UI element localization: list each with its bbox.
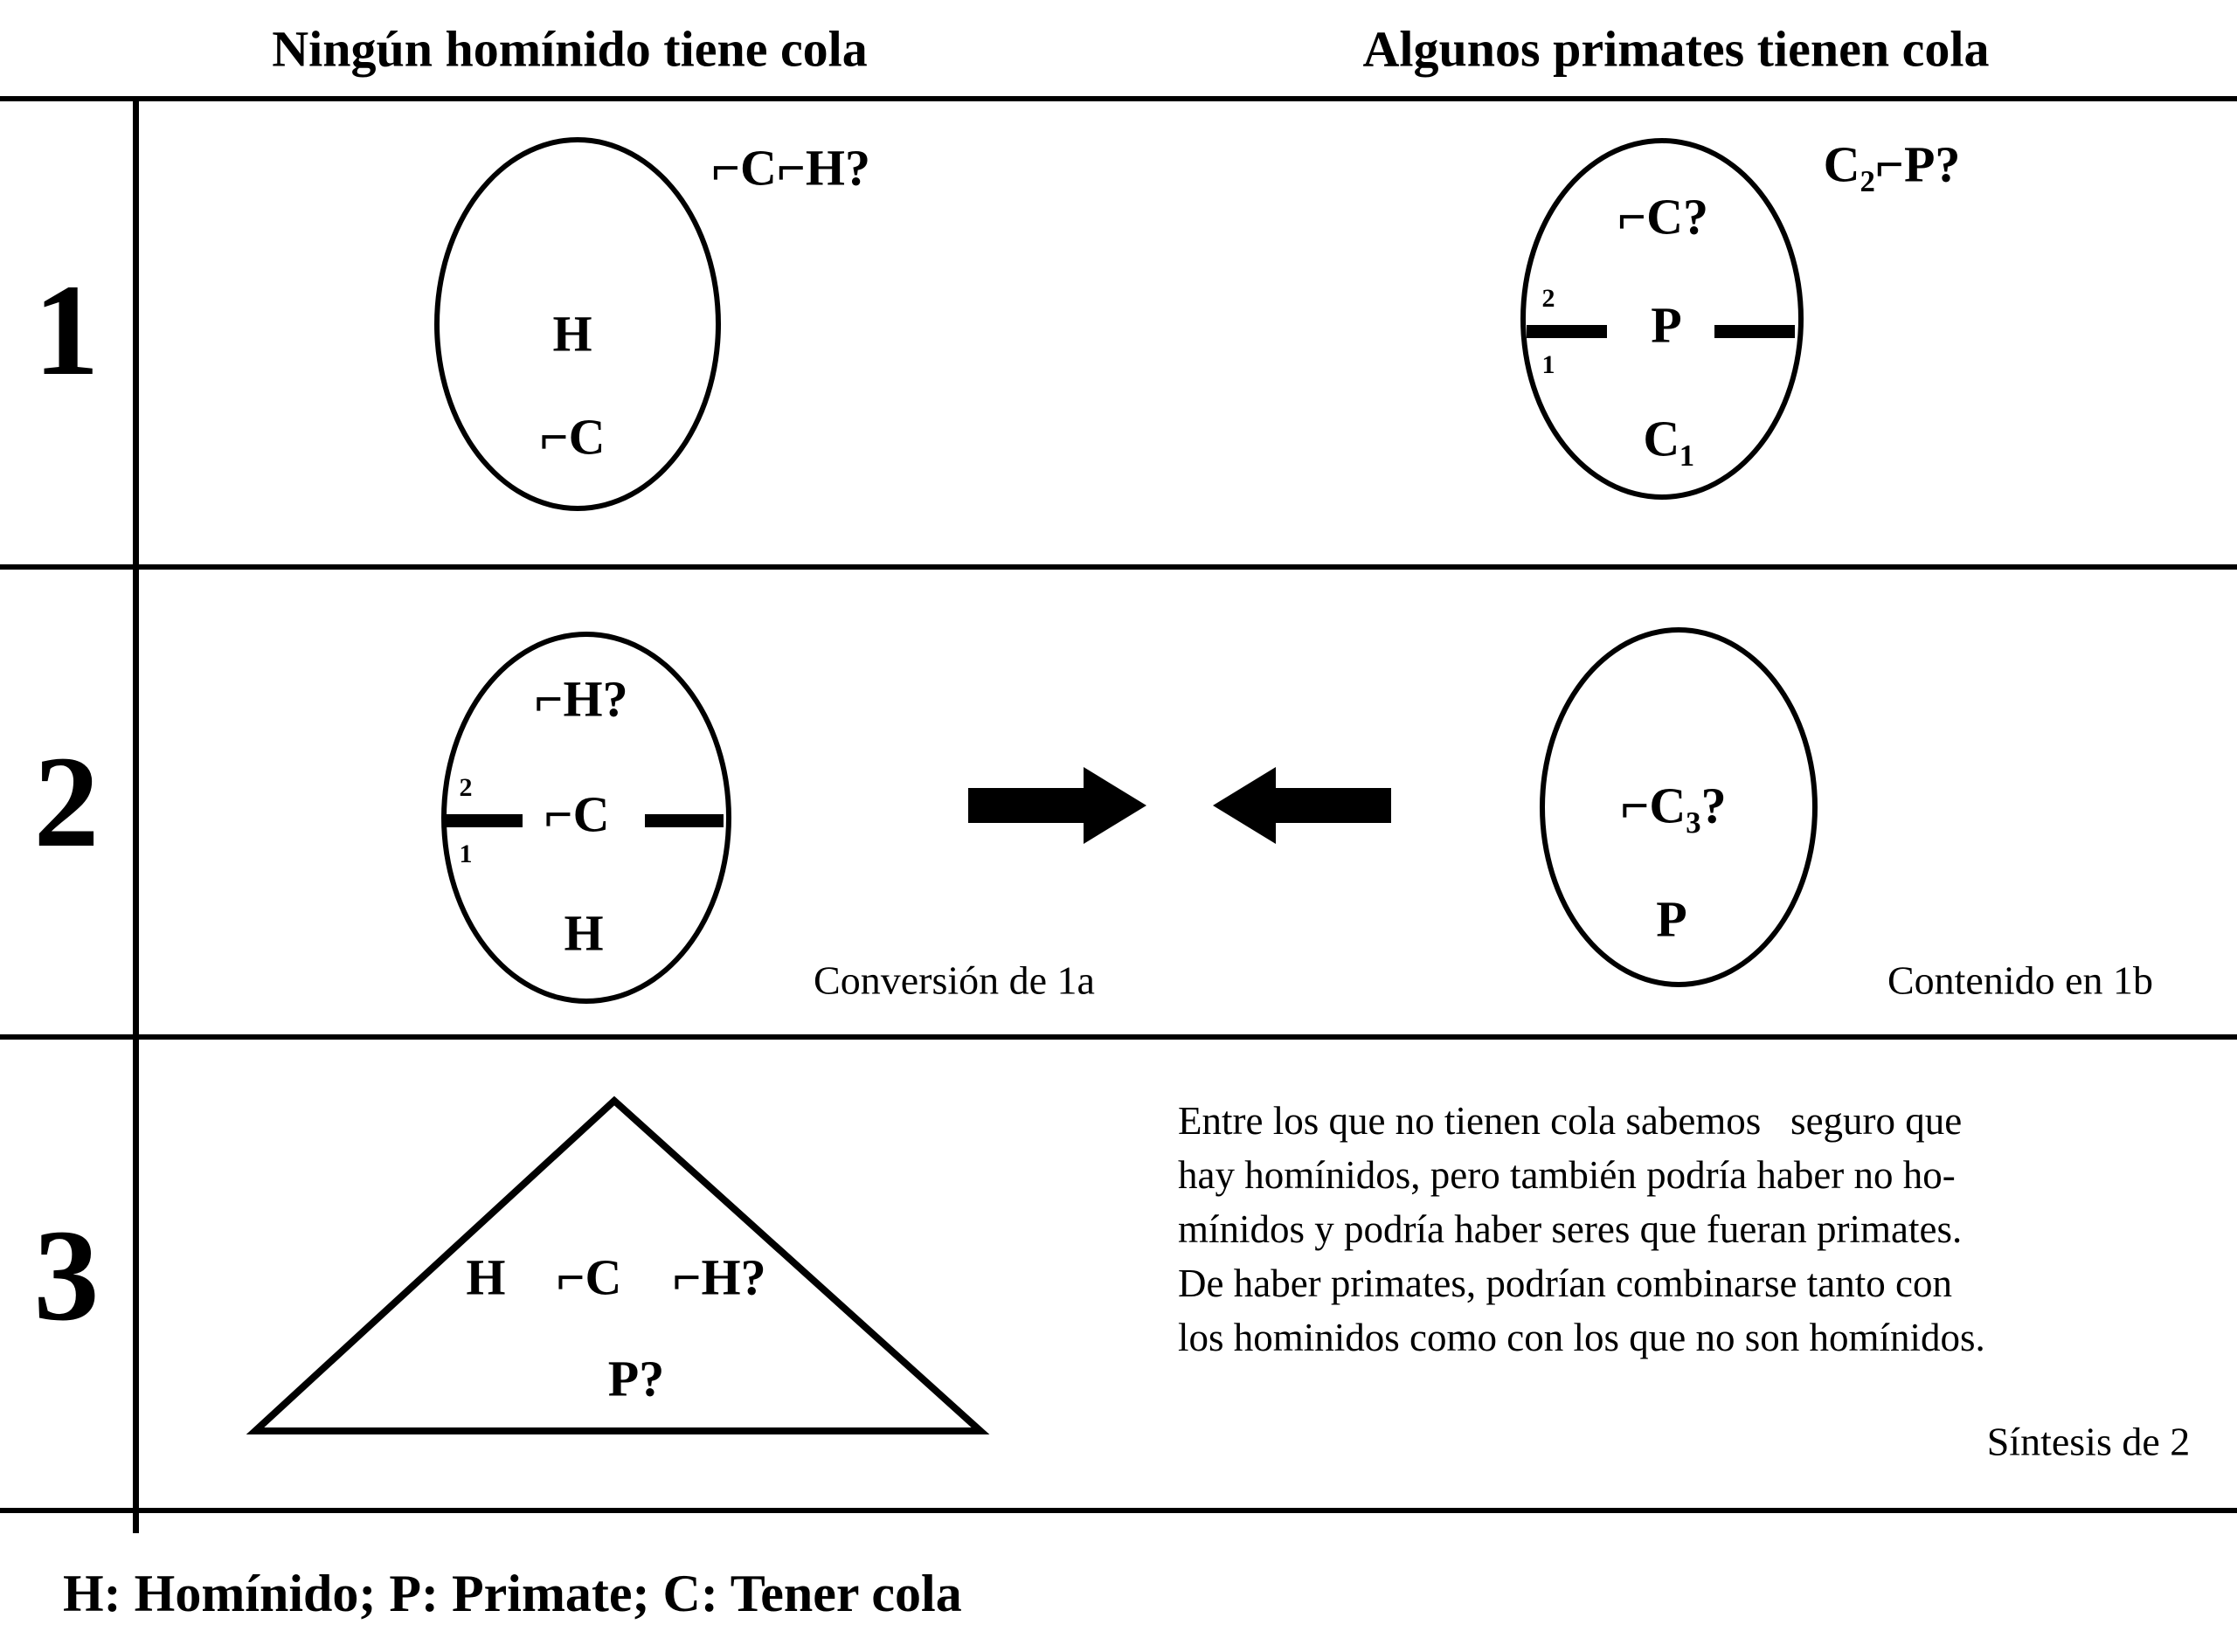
- column-header-right: Algunos primates tienen cola: [1362, 20, 1990, 78]
- grid-line-row1-row2: [0, 564, 2237, 570]
- row2-left-bottom-label: H: [564, 904, 604, 962]
- grid-line-row2-row3: [0, 1034, 2237, 1040]
- row2-left-top-label: ⌐H?: [534, 670, 628, 728]
- row2-left-bar-lower-index: 1: [459, 840, 473, 868]
- arrow-right-icon: [968, 767, 1146, 844]
- grid-line-vertical: [133, 96, 139, 1533]
- row1-right-ellipse: [1520, 138, 1804, 500]
- converge-arrows: [968, 767, 1391, 844]
- row1-right-bar-lower-index: 1: [1541, 350, 1555, 379]
- paragraph-line: los hominidos como con los que no son ho…: [1178, 1316, 1985, 1359]
- row1-right-outside-label: C₂⌐P?: [1823, 135, 1961, 193]
- row2-right-bottom-label: P: [1656, 890, 1687, 948]
- row3-paragraph: Entre los que no tienen cola sabemos seg…: [1178, 1094, 2209, 1365]
- row2-left-ellipse: [441, 632, 731, 1004]
- triangle-inner-line: H ⌐C ⌐H?: [466, 1248, 766, 1306]
- paragraph-line: mínidos y podría haber seres que fueran …: [1178, 1207, 1963, 1251]
- row2-left-bar-upper-index: 2: [459, 773, 473, 802]
- grid-line-top: [0, 96, 2237, 101]
- row-number-1: 1: [33, 258, 100, 403]
- triangle-bottom-line: P?: [607, 1350, 665, 1407]
- syllogism-triangle: [246, 1096, 990, 1434]
- arrow-left-icon: [1213, 767, 1391, 844]
- row1-right-center-label: P: [1651, 296, 1682, 354]
- row1-right-bottom-label: C₁: [1643, 410, 1695, 467]
- row2-right-center-label: ⌐C₃?: [1620, 777, 1727, 834]
- row1-left-ellipse: [434, 137, 721, 511]
- legend-text: H: Homínido; P: Primate; C: Tener cola: [63, 1565, 962, 1622]
- row2-left-caption: Conversión de 1a: [814, 957, 1095, 1003]
- row1-left-center-label: H: [552, 305, 592, 363]
- row1-right-left-bar: [1527, 325, 1607, 338]
- row-number-2: 2: [33, 729, 100, 874]
- row1-right-right-bar: [1714, 325, 1795, 338]
- row1-right-top-label: ⌐C?: [1617, 188, 1708, 245]
- row1-right-bar-upper-index: 2: [1541, 284, 1555, 313]
- paragraph-line: De haber primates, podrían combinarse ta…: [1178, 1261, 1952, 1305]
- row2-left-right-bar: [645, 814, 724, 827]
- grid-line-bottom: [0, 1508, 2237, 1513]
- triangle-outline: [246, 1096, 990, 1434]
- column-header-left: Ningún homínido tiene cola: [272, 20, 868, 78]
- row2-left-left-bar: [446, 814, 523, 827]
- row2-right-caption: Contenido en 1b: [1887, 957, 2154, 1003]
- row2-left-center-label: ⌐C: [544, 785, 610, 843]
- paragraph-line: hay homínidos, pero también podría haber…: [1178, 1153, 1956, 1197]
- row1-left-bottom-label: ⌐C: [539, 408, 606, 466]
- row3-caption: Síntesis de 2: [1986, 1419, 2191, 1464]
- paragraph-line: Entre los que no tienen cola sabemos seg…: [1178, 1099, 1963, 1143]
- row1-left-outside-label: ⌐C⌐H?: [710, 139, 871, 197]
- row-number-3: 3: [33, 1203, 100, 1348]
- row2-right-ellipse: [1540, 627, 1818, 987]
